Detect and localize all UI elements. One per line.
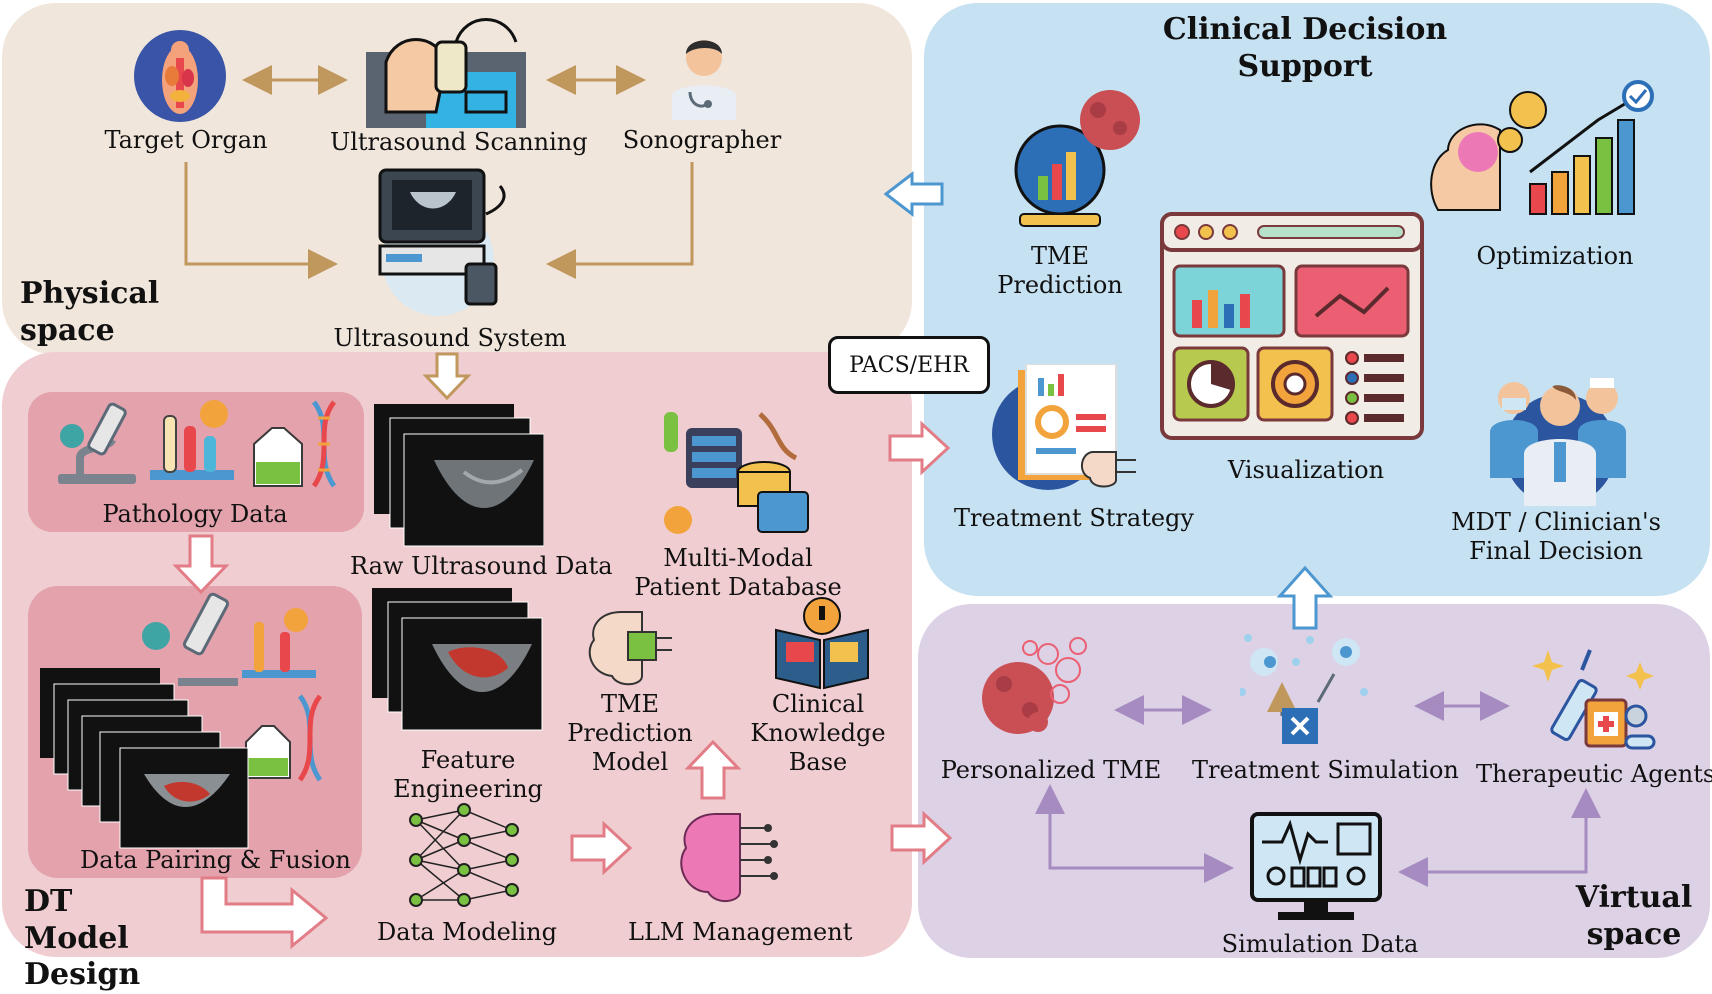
optimization-icon	[1430, 80, 1654, 215]
clinical-knowledge-base-icon	[775, 597, 869, 690]
treatment-strategy-label: Treatment Strategy	[954, 504, 1194, 532]
dt-model-design-title: DT Model Design	[24, 884, 141, 993]
pathology-dna-icon	[253, 400, 337, 488]
visualization-label: Visualization	[1227, 456, 1385, 484]
sono-system-arrow	[546, 162, 694, 279]
pairing-to-modeling-arrow	[200, 876, 329, 950]
pairing-microscope-icon	[142, 592, 238, 686]
clinical-decision-title: Clinical Decision Support	[1162, 12, 1448, 84]
target-organ-icon	[134, 30, 226, 122]
sonographer-icon	[672, 40, 736, 120]
clinical-knowledge-base-label: Clinical Knowledge Base	[750, 690, 886, 776]
personalized-tme-label: Personalized TME	[940, 756, 1162, 784]
treatment-strategy-icon	[992, 364, 1136, 490]
simulation-data-label: Simulation Data	[1221, 930, 1419, 958]
visualization-dashboard-icon	[1160, 212, 1424, 440]
llm-management-label: LLM Management	[628, 918, 853, 946]
pairing-testtube-icon	[242, 608, 316, 678]
clinical-to-physical-arrow	[883, 170, 944, 218]
ultrasound-system-label: Ultrasound System	[333, 324, 567, 352]
pairing-ultrasound-stack-icon	[40, 668, 249, 849]
pairing-dna-icon	[245, 694, 323, 782]
optimization-label: Optimization	[1476, 242, 1634, 270]
dt-to-virtual-arrow	[890, 810, 953, 866]
modeling-to-llm-arrow	[570, 820, 633, 876]
organ-system-arrow	[184, 162, 338, 279]
tme-prediction-icon	[1014, 90, 1140, 227]
pathology-testtube-icon	[150, 400, 234, 480]
virtual-space-title: Virtual space	[1575, 880, 1693, 952]
treatment-simulation-label: Treatment Simulation	[1192, 756, 1459, 784]
system-to-raw-arrow	[422, 352, 472, 401]
feature-engineering-icon	[372, 588, 543, 731]
llm-management-icon	[680, 813, 778, 902]
pacs-ehr-box: PACS/EHR	[828, 336, 990, 394]
mdt-clinicians-icon	[1490, 378, 1626, 506]
target-organ-label: Target Organ	[104, 126, 268, 154]
ultrasound-scanning-label: Ultrasound Scanning	[330, 128, 588, 156]
multimodal-database-icon	[664, 412, 809, 534]
data-modeling-icon	[409, 803, 519, 907]
data-modeling-label: Data Modeling	[377, 918, 557, 946]
therapeutic-agents-label: Therapeutic Agents	[1476, 760, 1712, 788]
physical-space-title: Physical space	[20, 276, 160, 348]
pathology-microscope-icon	[58, 402, 136, 484]
raw-ultrasound-label: Raw Ultrasound Data	[350, 552, 613, 580]
personalized-tme-icon	[982, 637, 1087, 734]
data-pairing-label: Data Pairing & Fusion	[80, 846, 351, 874]
ultrasound-scanning-icon	[366, 18, 526, 128]
llm-up-arrow	[684, 739, 742, 800]
simdata-agents-arrow	[1398, 788, 1601, 887]
pathology-to-pairing-arrow	[172, 534, 230, 595]
pathology-data-label: Pathology Data	[102, 500, 288, 528]
therapeutic-agents-icon	[1532, 649, 1656, 750]
tme-prediction-model-icon	[588, 611, 672, 686]
sonographer-label: Sonographer	[622, 126, 782, 154]
mdt-label: MDT / Clinician's Final Decision	[1451, 508, 1661, 565]
raw-ultrasound-icon	[374, 404, 544, 547]
tme-prediction-model-label: TME Prediction Model	[567, 690, 693, 776]
simulation-data-icon	[1250, 812, 1382, 920]
ultrasound-system-icon	[378, 168, 506, 316]
simdata-tme-arrow	[1035, 784, 1234, 883]
treatment-simulation-icon	[1240, 634, 1368, 744]
feature-engineering-label: Feature Engineering	[393, 746, 543, 803]
multimodal-database-label: Multi-Modal Patient Database	[634, 544, 842, 601]
virtual-to-clinical-arrow	[1276, 565, 1334, 630]
tme-prediction-label: TME Prediction	[997, 242, 1123, 299]
dt-to-clinical-arrow	[888, 420, 951, 476]
connector-layer	[172, 65, 1601, 950]
